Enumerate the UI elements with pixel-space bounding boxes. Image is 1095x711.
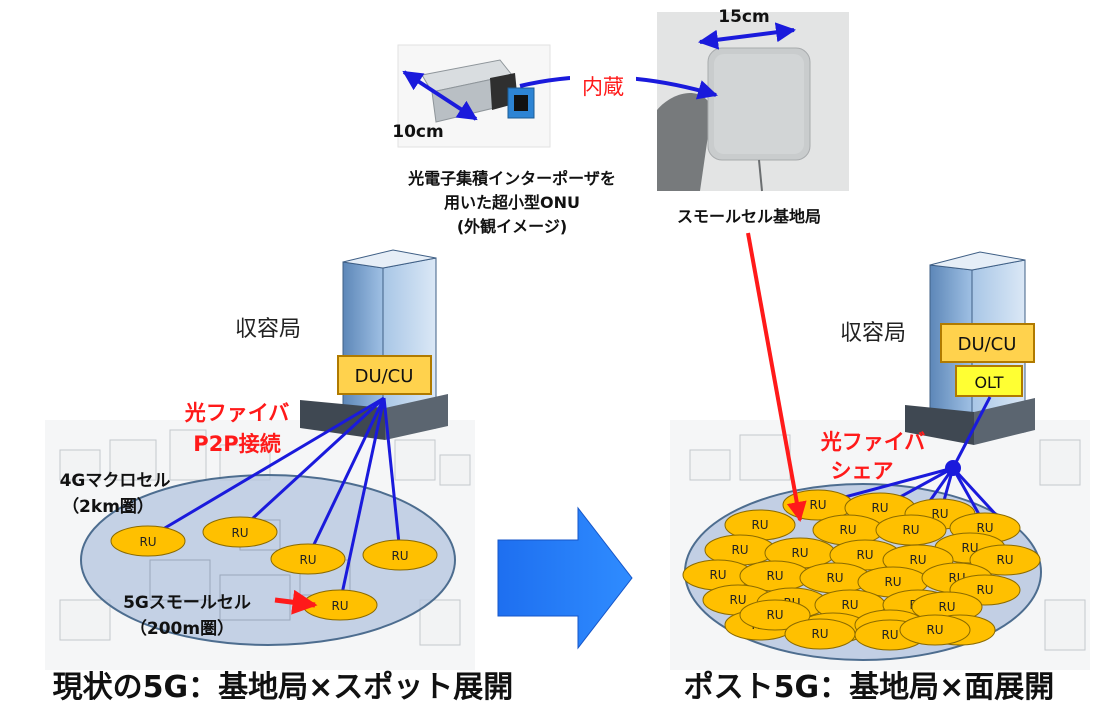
left-building-label: 収容局 [235, 317, 301, 342]
left-ru-2-label: RU [231, 526, 248, 540]
right-fiber-label-1: 光ファイバ [820, 430, 926, 454]
transition-arrow [497, 506, 633, 650]
right-ru-17-label: RU [884, 575, 901, 589]
right-ru-13 [969, 544, 1041, 576]
right-ru-23-label: RU [976, 583, 993, 597]
small-cell-to-ru-arrow [746, 232, 807, 522]
left-ru-5-label: RU [331, 599, 348, 613]
right-ru-32-label: RU [926, 623, 943, 637]
right-ru-27-label: RU [938, 600, 955, 614]
onu-caption-line2: 用いた超小型ONU [444, 193, 580, 212]
right-ru-29 [739, 599, 811, 631]
right-ru-19-label: RU [729, 593, 746, 607]
right-ru-7-label: RU [902, 523, 919, 537]
left-ru-1 [110, 525, 186, 557]
olt-box [955, 365, 1023, 397]
olt-label: OLT [974, 373, 1003, 392]
left-ru-2 [202, 516, 278, 548]
builtin-label: 内蔵 [582, 75, 624, 99]
left-ru-group: RU RU RU RU RU [110, 516, 438, 621]
small-cell-image [657, 12, 849, 192]
small-cell-label-2: （200m圏） [130, 618, 234, 639]
left-fiber-label-2: P2P接続 [193, 432, 280, 456]
width-arrow [698, 22, 796, 50]
macro-cell-label-1: 4Gマクロセル [60, 471, 171, 491]
right-ru-2-label: RU [871, 501, 888, 515]
right-title: ポスト5G：基地局×面展開 [684, 670, 1055, 705]
left-ru-4-label: RU [391, 549, 408, 563]
left-fiber-lines [147, 396, 402, 604]
left-building [300, 249, 448, 440]
splitter-node [945, 460, 961, 476]
right-ru-4-label: RU [976, 521, 993, 535]
length-arrow [402, 70, 478, 121]
small-cell-caption: スモールセル基地局 [677, 207, 821, 226]
right-ru-1-label: RU [809, 498, 826, 512]
right-ru-16-label: RU [826, 571, 843, 585]
right-fiber-label-2: シェア [831, 459, 894, 483]
small-cell-label-1: 5Gスモールセル [123, 593, 251, 613]
right-ru-13-label: RU [996, 553, 1013, 567]
left-ru-3 [270, 543, 346, 575]
right-ru-6-label: RU [839, 523, 856, 537]
left-ru-3-label: RU [299, 553, 316, 567]
right-ru-9-label: RU [731, 543, 748, 557]
right-ru-8-label: RU [961, 541, 978, 555]
left-fiber-label-1: 光ファイバ [184, 401, 290, 425]
right-ru-3-label: RU [931, 507, 948, 521]
left-du-cu-label: DU/CU [355, 366, 414, 387]
length-label: 10cm [392, 122, 443, 142]
left-title: 現状の5G：基地局×スポット展開 [53, 670, 514, 705]
right-ru-21-label: RU [841, 598, 858, 612]
right-ru-5-label: RU [751, 518, 768, 532]
right-ru-10-label: RU [791, 546, 808, 560]
left-du-cu-box [337, 355, 432, 395]
right-ru-11-label: RU [856, 548, 873, 562]
onu-caption-line3: (外観イメージ) [457, 217, 567, 236]
right-ru-12-label: RU [909, 553, 926, 567]
right-ru-29-label: RU [766, 608, 783, 622]
right-du-cu-label: DU/CU [958, 334, 1017, 355]
right-building-label: 収容局 [840, 321, 906, 346]
right-ru-14-label: RU [709, 568, 726, 582]
onu-caption-line1: 光電子集積インターポーザを [407, 169, 616, 188]
right-ru-30-label: RU [811, 627, 828, 641]
right-ru-32 [899, 614, 971, 646]
right-du-cu-box [940, 323, 1035, 363]
right-ru-15-label: RU [766, 569, 783, 583]
left-ru-1-label: RU [139, 535, 156, 549]
width-label: 15cm [718, 7, 769, 27]
left-ru-4 [362, 539, 438, 571]
small-cell-pointer-arrow [274, 589, 318, 615]
right-ru-31-label: RU [881, 628, 898, 642]
macro-cell-label-2: （2km圏） [62, 496, 154, 517]
